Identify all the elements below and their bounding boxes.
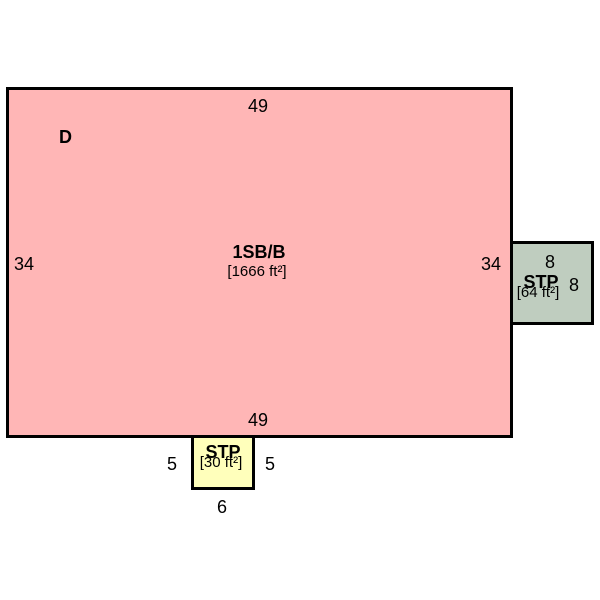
stp-right-dim-right: 8 <box>569 275 580 295</box>
stp-bottom-dim-right: 5 <box>265 454 276 474</box>
main-area-size: [1666 ft²] <box>227 263 287 280</box>
stp-right-label: STP <box>523 272 559 292</box>
stp-bottom-dim-bottom: 6 <box>216 497 228 517</box>
main-area-label: 1SB/B <box>232 242 286 262</box>
main-area <box>6 87 513 438</box>
stp-bottom-area-size: [30 ft²] <box>199 454 243 471</box>
stp-bottom-label: STP <box>205 442 241 462</box>
main-area-tag: D <box>59 127 72 147</box>
main-dim-top: 49 <box>247 96 269 116</box>
stp-right-area-size: [64 ft²] <box>516 284 560 301</box>
stp-right-dim-top: 8 <box>544 252 556 272</box>
main-dim-bottom: 49 <box>247 410 269 430</box>
main-dim-left: 34 <box>14 254 35 274</box>
stp-bottom-area <box>191 435 255 490</box>
stp-bottom-dim-left: 5 <box>167 454 178 474</box>
main-dim-right: 34 <box>481 254 502 274</box>
